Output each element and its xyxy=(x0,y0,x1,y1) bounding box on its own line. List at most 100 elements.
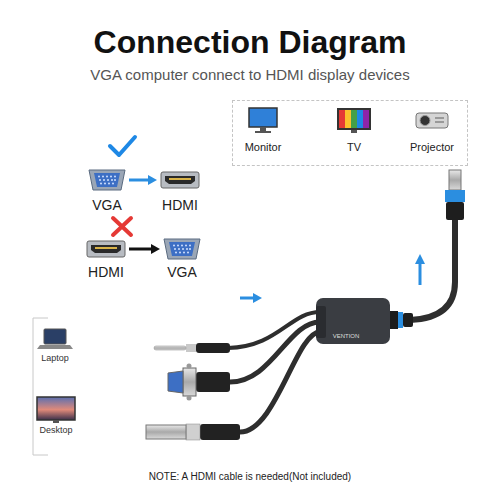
arrow-shaft xyxy=(240,297,255,300)
circle-shape xyxy=(179,252,181,254)
vga-pins xyxy=(173,245,191,254)
usb-collar xyxy=(186,424,200,440)
adapter-strain xyxy=(316,306,326,338)
circle-shape xyxy=(178,248,180,250)
monitor-icon xyxy=(249,108,277,133)
tv-band xyxy=(357,110,363,128)
connector-arrow xyxy=(129,175,157,185)
node-label: HDMI xyxy=(61,264,151,280)
note-label: Desktop xyxy=(16,425,96,435)
projector-body xyxy=(416,113,448,128)
usb-cable xyxy=(240,332,320,432)
circle-shape xyxy=(182,248,184,250)
vga-port-icon xyxy=(88,168,126,192)
direction-arrow xyxy=(240,293,262,303)
hdmi-plug-ring xyxy=(398,312,403,328)
jack-body xyxy=(196,343,230,353)
node-label: Projector xyxy=(387,141,477,154)
hdmi-contacts xyxy=(169,178,191,180)
adapter-port xyxy=(390,311,398,329)
hdmi-plug-body xyxy=(403,313,413,327)
connector-arrow xyxy=(129,244,160,254)
desktop-screen xyxy=(37,397,75,420)
note-label: NOTE: A HDMI cable is needed(Not include… xyxy=(10,471,490,483)
node-box: VGA xyxy=(88,168,126,192)
circle-shape xyxy=(112,183,114,185)
arrow-head xyxy=(148,175,157,185)
vga-shell xyxy=(168,371,183,393)
monitor-foot xyxy=(255,131,271,133)
tv-band xyxy=(339,110,345,128)
hdmi-plug-ring xyxy=(445,190,465,202)
vga-hood xyxy=(196,372,230,392)
laptop-icon xyxy=(37,329,73,349)
jack-pin xyxy=(154,346,186,350)
projector-vent xyxy=(435,121,444,123)
vga-frame xyxy=(89,170,125,190)
tv-band xyxy=(345,110,351,128)
tv-band xyxy=(363,110,369,128)
display-icons xyxy=(233,101,469,167)
projector-icon xyxy=(416,113,448,128)
usb-plug xyxy=(146,424,240,440)
jack-collar xyxy=(186,344,196,352)
circle-shape xyxy=(104,183,106,185)
circle-shape xyxy=(102,176,104,178)
circle-shape xyxy=(103,179,105,181)
vga-cable xyxy=(230,322,320,382)
arrow-shaft xyxy=(129,179,150,182)
vga-face xyxy=(169,242,195,256)
cross-stroke xyxy=(113,218,131,235)
circle-shape xyxy=(114,179,116,181)
vga-flange xyxy=(183,368,196,396)
hdmi-plug-body xyxy=(446,202,464,220)
hdmi-frame xyxy=(161,172,199,188)
circle-shape xyxy=(175,252,177,254)
hdmi-port-icon xyxy=(86,240,126,258)
vga-plug xyxy=(168,364,230,401)
projector-lens xyxy=(420,116,430,126)
laptop-base xyxy=(37,345,73,349)
hdmi-port-icon xyxy=(160,171,200,189)
vga-port-icon xyxy=(163,237,201,261)
arrow-head xyxy=(415,254,425,264)
hdmi-plug-tip xyxy=(449,170,461,190)
arrow-head xyxy=(253,293,262,303)
circle-shape xyxy=(110,176,112,178)
hdmi-frame xyxy=(87,241,125,257)
vga-screw xyxy=(187,364,192,369)
circle-shape xyxy=(177,245,179,247)
desktop-stand xyxy=(53,420,59,423)
note-label: Laptop xyxy=(15,353,95,363)
circle-shape xyxy=(189,248,191,250)
node-box: VGA xyxy=(163,237,201,261)
arrow-shaft xyxy=(129,248,153,251)
check-mark xyxy=(110,137,135,155)
circle-shape xyxy=(185,245,187,247)
hdmi-slot xyxy=(165,176,195,184)
hdmi-slot xyxy=(91,245,121,253)
vga-frame xyxy=(164,239,200,259)
node-label: HDMI xyxy=(135,197,225,213)
circle-shape xyxy=(187,252,189,254)
node-label: Monitor xyxy=(218,141,308,154)
direction-arrow xyxy=(415,254,425,285)
circle-shape xyxy=(98,176,100,178)
laptop-screen xyxy=(44,329,66,344)
adapter xyxy=(316,298,413,344)
circle-shape xyxy=(174,248,176,250)
vga-face xyxy=(94,173,120,187)
arrow-shaft xyxy=(419,262,422,285)
note-label: VENTION xyxy=(316,333,376,340)
cross-mark xyxy=(113,218,131,235)
tv-band xyxy=(351,110,357,128)
circle-shape xyxy=(108,183,110,185)
desktop-icon xyxy=(37,397,75,423)
circle-shape xyxy=(111,179,113,181)
node-label: VGA xyxy=(62,197,152,213)
usb-metal xyxy=(146,425,186,439)
usb-body xyxy=(200,424,240,440)
monitor-screen xyxy=(249,108,277,127)
circle-shape xyxy=(114,176,116,178)
